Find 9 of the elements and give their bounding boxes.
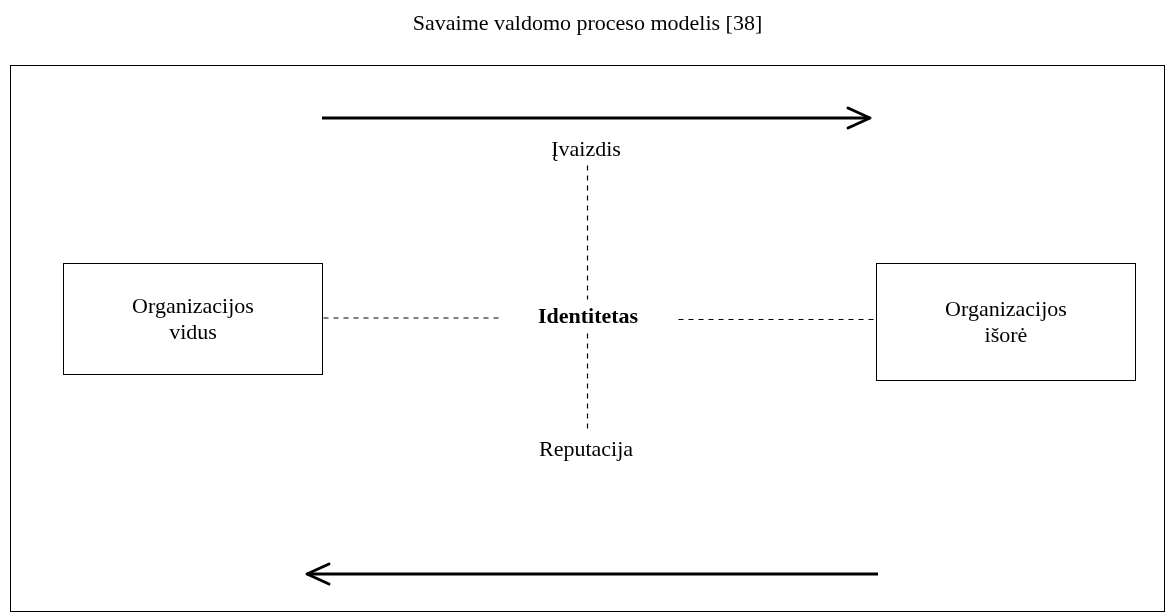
node-label: Reputacija	[516, 433, 656, 465]
dashed-line	[586, 164, 589, 301]
diagram-title: Savaime valdomo proceso modelis [38]	[411, 10, 764, 36]
dashed-line	[322, 317, 500, 319]
frame-box	[10, 65, 1165, 612]
process-box: Organizacijos vidus	[63, 263, 323, 375]
node-label: Identitetas	[498, 299, 678, 333]
process-box: Organizacijos išorė	[876, 263, 1136, 381]
node-label: Įvaizdis	[526, 133, 646, 165]
